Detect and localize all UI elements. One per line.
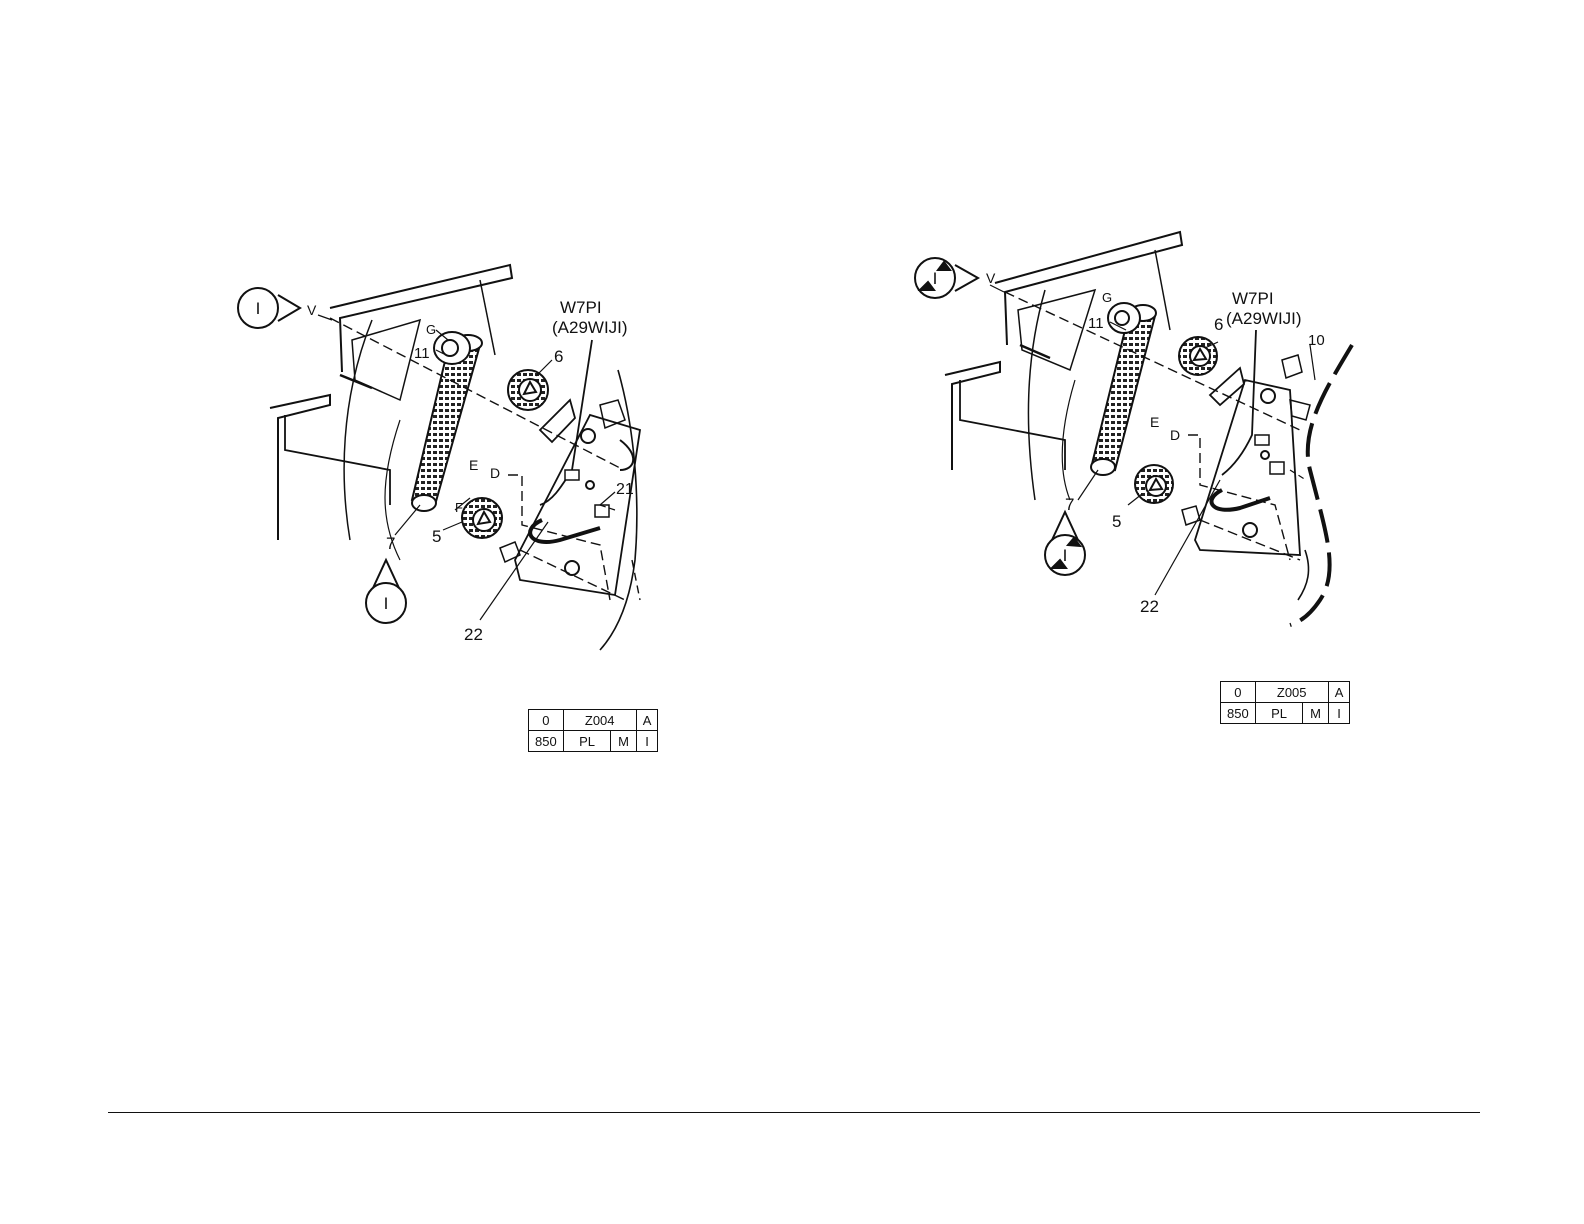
right-tb-r1c1: 0 bbox=[1221, 682, 1256, 703]
left-label-d: D bbox=[490, 465, 500, 481]
right-label-11: 11 bbox=[1088, 315, 1104, 332]
right-title-block: 0 Z005 A 850 PL M I bbox=[1220, 681, 1350, 724]
right-diagram bbox=[915, 232, 1352, 625]
right-view-ref-top-text: I bbox=[933, 269, 938, 288]
right-label-harness-id: W7PI bbox=[1232, 289, 1274, 308]
left-label-g: G bbox=[426, 322, 436, 337]
right-label-22: 22 bbox=[1140, 597, 1159, 616]
right-label-e: E bbox=[1150, 414, 1159, 430]
right-tb-r1c3: A bbox=[1328, 682, 1350, 703]
footer-rule bbox=[108, 1112, 1480, 1113]
left-tb-r2c4: I bbox=[636, 731, 658, 752]
left-title-block: 0 Z004 A 850 PL M I bbox=[528, 709, 658, 752]
left-label-harness-conn: (A29WIJI) bbox=[552, 318, 628, 337]
left-pulley-11 bbox=[434, 332, 470, 364]
left-label-11: 11 bbox=[414, 345, 430, 362]
right-wire-harness bbox=[1212, 490, 1270, 510]
right-belt bbox=[1092, 310, 1155, 470]
right-view-ref-bottom-text: I bbox=[1063, 546, 1068, 565]
right-label-g: G bbox=[1102, 290, 1112, 305]
right-label-7: 7 bbox=[1065, 495, 1074, 514]
left-label-7: 7 bbox=[386, 534, 395, 553]
left-tb-r2c1: 850 bbox=[529, 731, 564, 752]
right-tb-r2c1: 850 bbox=[1221, 703, 1256, 724]
right-label-harness-conn: (A29WIJI) bbox=[1226, 309, 1302, 328]
left-tb-r1c2: Z004 bbox=[563, 710, 636, 731]
right-tb-r2c3: M bbox=[1303, 703, 1328, 724]
left-label-harness-id: W7PI bbox=[560, 298, 602, 317]
left-label-f: F bbox=[455, 500, 463, 515]
right-frame-lower bbox=[945, 362, 1000, 470]
left-label-e: E bbox=[469, 457, 478, 473]
left-wire-harness bbox=[530, 520, 600, 542]
right-label-5: 5 bbox=[1112, 512, 1121, 531]
left-view-ref-bottom-text: I bbox=[384, 594, 389, 613]
right-label-d: D bbox=[1170, 427, 1180, 443]
right-label-10: 10 bbox=[1308, 332, 1325, 349]
left-tb-r2c3: M bbox=[611, 731, 636, 752]
left-label-6: 6 bbox=[554, 347, 563, 366]
right-tb-r2c2: PL bbox=[1255, 703, 1303, 724]
left-frame-lower bbox=[270, 395, 330, 540]
left-tb-r1c3: A bbox=[636, 710, 658, 731]
left-label-v: V bbox=[307, 302, 317, 318]
right-cut-boundary bbox=[1290, 345, 1352, 625]
left-belt bbox=[412, 340, 480, 505]
right-tb-r2c4: I bbox=[1328, 703, 1350, 724]
right-tb-r1c2: Z005 bbox=[1255, 682, 1328, 703]
left-label-21: 21 bbox=[616, 481, 634, 498]
right-label-v: V bbox=[986, 270, 996, 286]
left-label-22: 22 bbox=[464, 625, 483, 644]
left-view-ref-top-text: I bbox=[256, 299, 261, 318]
right-label-6: 6 bbox=[1214, 315, 1223, 334]
left-label-5: 5 bbox=[432, 527, 441, 546]
left-tb-r1c1: 0 bbox=[529, 710, 564, 731]
left-tb-r2c2: PL bbox=[563, 731, 611, 752]
